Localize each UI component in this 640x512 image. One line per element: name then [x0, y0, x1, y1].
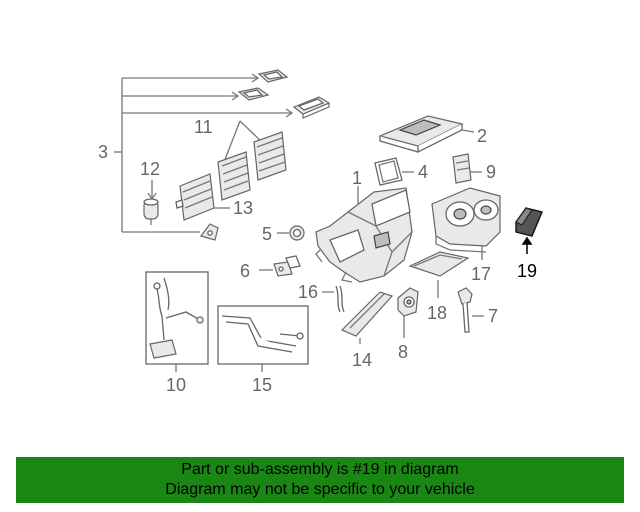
part-11-evaporator-cores	[217, 120, 287, 201]
part-19-highlighted[interactable]	[515, 207, 543, 254]
part-9-filter	[452, 153, 482, 184]
filter-seal-small-1	[257, 69, 289, 83]
part-12-valve	[143, 180, 159, 225]
footer-line-2: Diagram may not be specific to your vehi…	[165, 481, 475, 498]
callout-19[interactable]: 19	[517, 261, 537, 281]
callout-1[interactable]: 1	[352, 168, 362, 188]
part-10-box	[145, 271, 209, 372]
callout-3[interactable]: 3	[98, 142, 108, 162]
callout-6[interactable]: 6	[240, 261, 250, 281]
part-5-grommet	[277, 225, 305, 241]
part-6-actuator	[259, 255, 301, 277]
part-2-duct	[378, 115, 475, 154]
part-13-heater-core	[175, 173, 230, 221]
callout-7[interactable]: 7	[488, 306, 498, 326]
callout-5[interactable]: 5	[262, 224, 272, 244]
callout-8[interactable]: 8	[398, 342, 408, 362]
part-1-hvac-housing	[315, 186, 413, 283]
part-4-filter-frame	[374, 157, 414, 186]
footer-banner: Part or sub-assembly is #19 in diagram D…	[16, 457, 624, 503]
callout-17[interactable]: 17	[471, 264, 491, 284]
part-3-gasket-small	[199, 223, 219, 241]
part-8-motor	[397, 287, 419, 338]
part-17-blower	[431, 187, 501, 260]
part-18-cover	[408, 251, 470, 298]
part-7-sensor	[457, 287, 484, 333]
callout-9[interactable]: 9	[486, 162, 496, 182]
callout-13[interactable]: 13	[233, 198, 253, 218]
callout-4[interactable]: 4	[418, 162, 428, 182]
callout-18[interactable]: 18	[427, 303, 447, 323]
part-3-bracket	[114, 73, 294, 233]
callout-10[interactable]: 10	[166, 375, 186, 395]
footer-line-1: Part or sub-assembly is #19 in diagram	[181, 461, 459, 478]
callout-2[interactable]: 2	[477, 126, 487, 146]
callout-11[interactable]: 11	[194, 117, 213, 137]
filter-seal-small-2	[237, 87, 270, 101]
callout-16[interactable]: 16	[298, 282, 318, 302]
parts-diagram: 3 11 12 13	[98, 69, 543, 395]
callout-14[interactable]: 14	[352, 350, 372, 370]
part-14-duct	[340, 291, 394, 344]
part-15-box	[217, 305, 309, 372]
filter-seal-large	[292, 96, 331, 119]
callout-12[interactable]: 12	[140, 159, 160, 179]
callout-15[interactable]: 15	[252, 375, 272, 395]
part-16-hose	[322, 285, 345, 313]
